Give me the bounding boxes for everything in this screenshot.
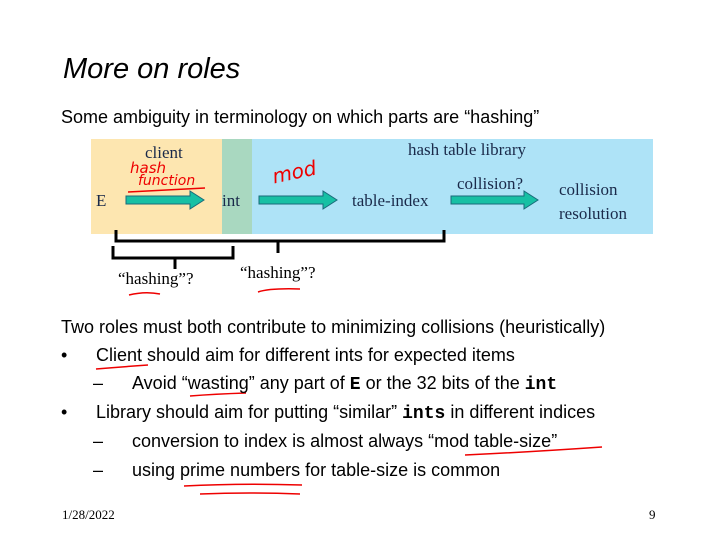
client-region (91, 139, 222, 234)
subbullet-mod: conversion to index is almost always “mo… (132, 431, 557, 452)
client-label: client (145, 143, 183, 162)
bullet-library: Library should aim for putting “similar”… (96, 402, 595, 424)
client-word: Client (96, 345, 143, 365)
text: conversion to index is almost always “ (132, 431, 435, 451)
intro-line: Two roles must both contribute to minimi… (61, 317, 606, 337)
collision-arrow (450, 190, 539, 210)
hashing-label-2: “hashing”? (240, 263, 316, 282)
library-label: hash table library (408, 140, 527, 159)
underline-prime (183, 483, 303, 495)
underline-mod (464, 446, 603, 456)
subbullet-prime: using prime numbers for table-size is co… (132, 460, 500, 481)
dash-icon: – (93, 460, 104, 480)
prime-numbers: prime numbers (180, 460, 301, 480)
underline-hashing-1 (128, 291, 161, 296)
text: ” (551, 431, 558, 451)
page-number: 9 (649, 507, 656, 522)
e-label: E (96, 191, 107, 210)
mod-table-size: mod table-size (434, 431, 552, 451)
collision-resolution-label-1: collision (559, 180, 618, 199)
code-ints: ints (402, 404, 446, 424)
slide-title: More on roles (63, 53, 241, 85)
underline-wasting (189, 392, 247, 397)
wasting-word: wasting (187, 373, 249, 393)
large-brace (114, 230, 446, 253)
mod-arrow (258, 190, 338, 210)
int-region (222, 139, 252, 234)
library-region (252, 139, 653, 234)
table-index-label: table-index (352, 191, 429, 210)
hash-arrow (125, 190, 205, 210)
underline-hashing-2 (257, 288, 301, 293)
text: in different indices (445, 402, 596, 422)
small-brace (111, 246, 235, 269)
bullet-icon: • (61, 345, 68, 365)
annotation-function: function (138, 173, 196, 189)
annotation-hash: hash (130, 159, 167, 177)
text: ” any part of (248, 373, 350, 393)
bullet-client-text: should aim for different ints for expect… (142, 345, 515, 365)
collision-resolution-label-2: resolution (559, 204, 627, 223)
text: using (132, 460, 181, 480)
hashing-label-1: “hashing”? (118, 269, 194, 288)
text: or the 32 bits of the (360, 373, 525, 393)
code-e: E (349, 375, 361, 395)
collision-question-label: collision? (457, 174, 524, 193)
code-int: int (524, 375, 558, 395)
bullet-icon: • (61, 402, 68, 422)
text: Avoid “ (132, 373, 188, 393)
subbullet-wasting: Avoid “wasting” any part of E or the 32 … (132, 373, 557, 395)
dash-icon: – (93, 373, 104, 393)
bullet-client: Client should aim for different ints for… (96, 345, 515, 366)
text: Library should aim for putting “similar” (96, 402, 403, 422)
int-label: int (222, 191, 240, 210)
function-underline (127, 187, 206, 193)
underline-client (95, 364, 149, 370)
footer-date: 1/28/2022 (62, 507, 115, 522)
dash-icon: – (93, 431, 104, 451)
text: for table-size is common (300, 460, 501, 480)
slide-subtitle: Some ambiguity in terminology on which p… (61, 107, 540, 127)
